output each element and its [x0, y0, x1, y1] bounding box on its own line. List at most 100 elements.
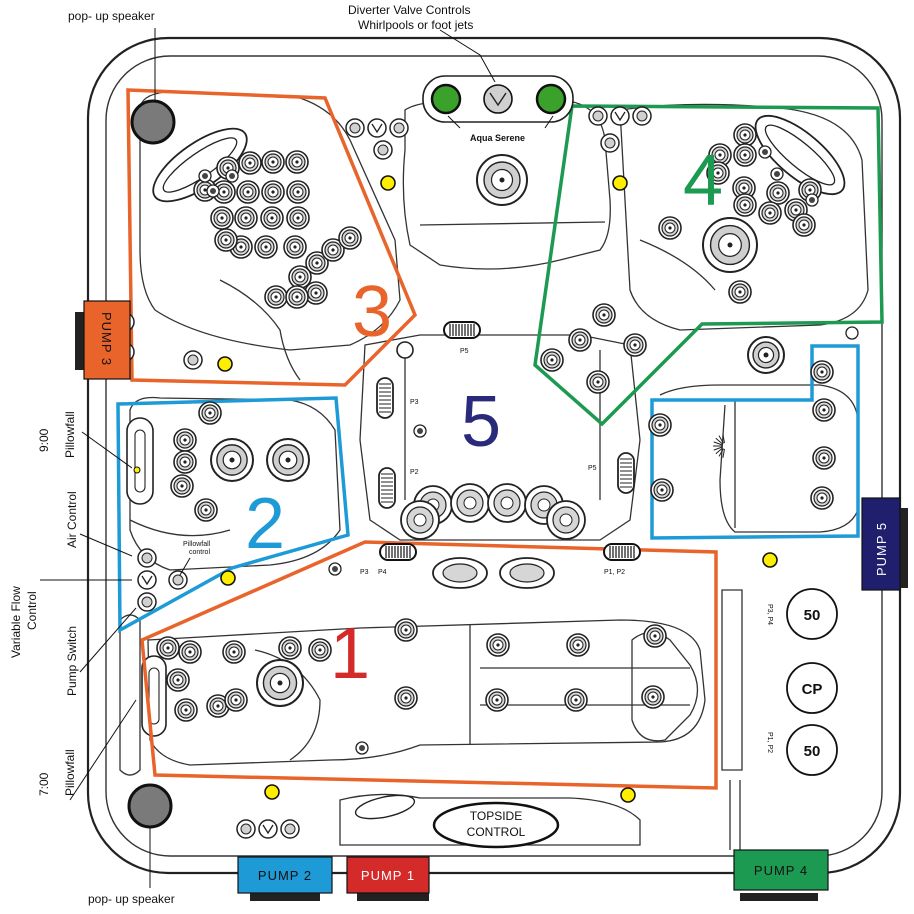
jet	[285, 150, 309, 174]
breaker-cp	[786, 662, 838, 714]
label-speaker-bottom: pop- up speaker	[88, 892, 175, 906]
small-jet	[328, 562, 342, 576]
jet	[758, 201, 782, 225]
zone-2-outline	[116, 396, 350, 633]
small-jet	[770, 167, 784, 181]
jet	[321, 238, 345, 262]
jet	[156, 636, 180, 660]
jet	[173, 428, 197, 452]
jet	[733, 143, 757, 167]
zone-5-rightseat-outline	[650, 344, 860, 540]
diverter-left-valve[interactable]	[430, 83, 462, 115]
jet	[260, 206, 284, 230]
jet	[650, 478, 674, 502]
pillows	[126, 114, 846, 737]
light	[620, 787, 636, 803]
footwell-jet	[487, 483, 527, 523]
jet	[394, 618, 418, 642]
control-knob[interactable]	[373, 140, 393, 160]
jet	[198, 401, 222, 425]
cabinet-bar-bottom-2	[357, 893, 429, 901]
jet	[261, 180, 285, 204]
large-jet	[256, 659, 304, 707]
label-diverter-1: Diverter Valve Controls	[348, 3, 470, 17]
tag-p4-bottom: P4	[378, 569, 387, 576]
control-knob[interactable]	[600, 133, 620, 153]
ribbed-jets-layer	[379, 321, 641, 561]
svg-text:PUMP 1: PUMP 1	[361, 868, 415, 883]
jet	[264, 285, 288, 309]
jet	[261, 150, 285, 174]
breaker-panel: 50 CP 50 P3, P4 P1, P2	[766, 588, 838, 776]
jet	[812, 446, 836, 470]
tag-p2-left: P2	[410, 469, 419, 476]
label-speaker-top: pop- up speaker	[68, 9, 155, 23]
jet	[210, 206, 234, 230]
small-jet	[225, 169, 239, 183]
jet	[812, 398, 836, 422]
footwell-jet	[546, 500, 586, 540]
light	[612, 175, 628, 191]
air-control-set[interactable]	[236, 819, 300, 839]
jet	[810, 360, 834, 384]
jet	[236, 180, 260, 204]
tag-p3-left: P3	[410, 399, 419, 406]
small-jet	[355, 741, 369, 755]
label-variable-flow-1: Variable Flow	[9, 586, 23, 658]
jet	[194, 498, 218, 522]
air-control-set[interactable]	[137, 548, 157, 612]
jet	[658, 216, 682, 240]
control-knob[interactable]	[168, 570, 188, 590]
large-jet	[702, 217, 758, 273]
jet	[222, 640, 246, 664]
jet	[706, 161, 730, 185]
jet	[283, 235, 307, 259]
pillow-top-right	[754, 114, 846, 196]
stick-jets-layer	[376, 377, 635, 509]
label-pillowfall-900: Pillowfall	[63, 411, 77, 458]
jet	[166, 668, 190, 692]
pump-1-label: PUMP 1	[346, 856, 430, 894]
small-jet	[413, 424, 427, 438]
label-pillowfall-700-time: 7:00	[37, 772, 51, 796]
jet	[238, 151, 262, 175]
jet	[766, 181, 790, 205]
zone-number-3: 3	[352, 272, 392, 352]
jet	[308, 638, 332, 662]
pump-3-label: PUMP 3	[83, 300, 131, 380]
corner-jet-right	[845, 326, 859, 340]
jet	[288, 265, 312, 289]
speaker-top	[130, 99, 176, 145]
jet	[234, 206, 258, 230]
diverter-right-valve[interactable]	[535, 83, 567, 115]
label-pump-switch: Pump Switch	[65, 626, 79, 696]
zone-number-5: 5	[461, 382, 501, 462]
light	[217, 356, 233, 372]
air-control-set[interactable]	[588, 106, 652, 126]
zone-number-1: 1	[330, 614, 370, 694]
light	[380, 175, 396, 191]
zone-number-2: 2	[245, 484, 285, 564]
tag-p3-bottom: P3	[360, 569, 369, 576]
diverter-center-valve[interactable]	[483, 84, 513, 114]
breaker-bottom	[786, 724, 838, 776]
small-jet	[758, 145, 772, 159]
air-control-set[interactable]	[345, 118, 409, 138]
jet	[568, 328, 592, 352]
tag-p1p2-bottom: P1, P2	[604, 569, 625, 576]
diverter-center-chevron-icon	[489, 92, 507, 107]
zone-1-outline	[140, 540, 718, 790]
jet	[173, 450, 197, 474]
large-jets-layer	[210, 154, 785, 707]
topside-control-panel[interactable]	[432, 801, 560, 849]
tag-p5-right: P5	[588, 465, 597, 472]
large-jet	[476, 154, 528, 206]
large-jet	[266, 438, 310, 482]
control-knob[interactable]	[183, 350, 203, 370]
tag-p5-top: P5	[460, 348, 469, 355]
sun-icon	[713, 434, 725, 458]
label-variable-flow-2: Control	[25, 591, 39, 630]
jet	[304, 281, 328, 305]
oval-foot-jet	[499, 557, 555, 589]
label-pillowfall-control-1: Pillowfall	[183, 541, 211, 548]
